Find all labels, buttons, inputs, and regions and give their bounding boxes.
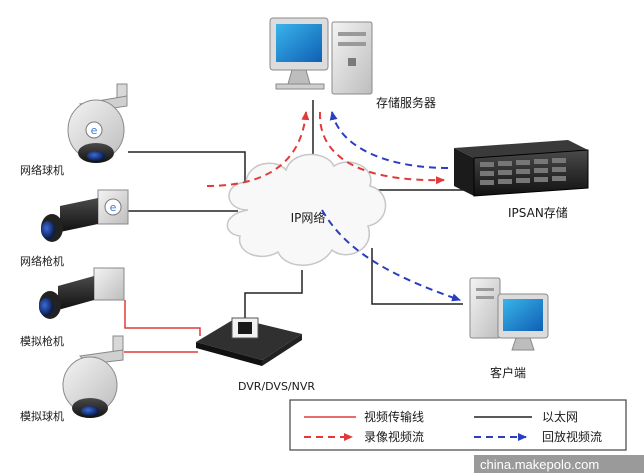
legend-record-stream: 录像视频流 (364, 429, 424, 444)
playback-stream-from-ipsan (329, 111, 449, 169)
video-cables (124, 300, 201, 353)
analog-bullet-label: 模拟枪机 (20, 334, 64, 348)
legend-video-cable: 视频传输线 (364, 409, 424, 424)
net-dome-label: 网络球机 (20, 163, 64, 177)
legend-playback-stream: 回放视频流 (542, 429, 602, 444)
dvr-device: DVR/DVS/NVR (196, 317, 315, 393)
link-client (371, 248, 463, 305)
watermark: china.makepolo.com (474, 455, 644, 473)
analog-bullet-camera: 模拟枪机 (20, 267, 125, 348)
storage-server: 存储服务器 (269, 17, 436, 110)
ipsan-storage: IPSAN存储 (454, 140, 589, 220)
legend-ethernet: 以太网 (542, 409, 578, 424)
link-net-dome (128, 151, 246, 190)
svg-text:e: e (110, 201, 117, 214)
cable-analog-bullet (124, 300, 201, 336)
client-label: 客户端 (490, 365, 526, 380)
record-stream-to-server (206, 111, 310, 187)
stream-arrows (206, 111, 461, 302)
link-ipsan (376, 180, 464, 191)
dvr-label: DVR/DVS/NVR (238, 380, 315, 393)
network-dome-camera: e 网络球机 (20, 83, 128, 177)
ethernet-links (128, 100, 464, 322)
link-dvr (244, 270, 303, 322)
storage-server-label: 存储服务器 (376, 95, 436, 110)
analog-dome-label: 模拟球机 (20, 409, 64, 423)
record-stream-to-ipsan (318, 111, 445, 185)
analog-dome-camera: 模拟球机 (20, 335, 124, 423)
playback-stream-to-client (321, 209, 461, 302)
net-bullet-label: 网络枪机 (20, 254, 64, 268)
watermark-text: china.makepolo.com (480, 457, 599, 472)
cloud-label: IP网络 (291, 210, 326, 225)
ip-network-cloud: IP网络 (226, 153, 387, 266)
client-computer: 客户端 (469, 277, 549, 380)
network-bullet-camera: e 网络枪机 (20, 189, 129, 268)
svg-text:e: e (91, 124, 98, 137)
legend: 视频传输线 以太网 录像视频流 回放视频流 (289, 399, 627, 451)
ipsan-label: IPSAN存储 (508, 205, 568, 220)
